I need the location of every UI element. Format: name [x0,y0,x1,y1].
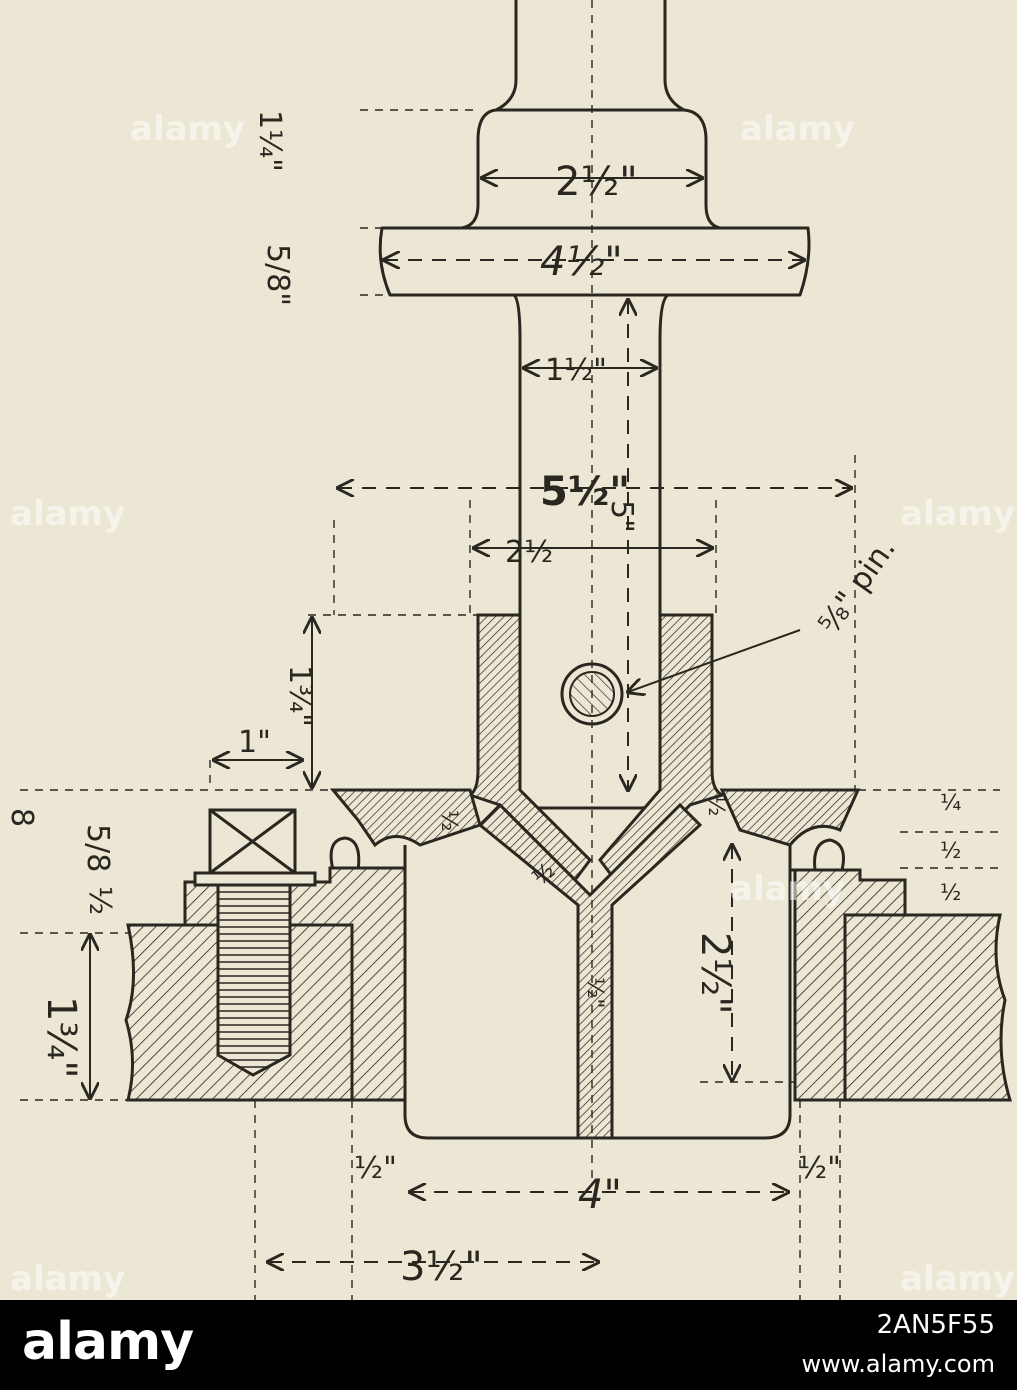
upper-shank [495,0,685,112]
dimension-arrows [90,178,851,1262]
watermark: alamy [900,494,1015,534]
watermark: alamy [900,1259,1015,1299]
label-seat-half: ½ [436,810,461,831]
label-right-quarter: ¼ [940,791,961,816]
ring-right [813,838,845,871]
site-url[interactable]: www.alamy.com [801,1350,995,1378]
label-pin: ⅝" pin. [812,532,903,641]
alamy-logo: alamy [22,1312,194,1372]
label-flange-width: 4½" [540,239,623,285]
lower-bore [403,845,792,1140]
label-right-half-2: ½ [940,839,961,864]
label-right-half-1: ½ [703,795,728,816]
pin-leader [628,629,801,692]
label-flange-height: 5/8" [260,244,295,306]
rings [329,836,845,871]
socket-left-wall [466,613,592,883]
label-socket-offset: 1" [238,725,271,760]
watermark-group: alamy alamy alamy alamy alamy alamy alam… [10,109,1015,1299]
technical-drawing: alamy alamy alamy alamy alamy alamy alam… [0,0,1017,1300]
bolt-washer [193,871,317,887]
v-web [477,802,703,1140]
label-socket-height: 1¾" [282,665,317,727]
label-stem-length: 5" [604,500,639,533]
socket-group [329,613,861,1140]
label-bore-depth: 2½" [692,932,738,1015]
watermark: alamy [730,869,845,909]
seat-right [719,788,861,847]
label-socket-width: 2½ [505,535,553,570]
label-bolt-depth: 1¾" [38,996,84,1079]
construction-lines [20,0,1000,1300]
image-id: 2AN5F55 [876,1310,995,1340]
seat-left [329,788,482,848]
label-bottom-half-left: ½" [354,1151,397,1186]
label-bottom-width: 4" [578,1172,622,1218]
label-bolt-washer: ½ [82,886,117,915]
valve-cross-section-diagram: alamy alamy alamy alamy alamy alamy alam… [4,0,1015,1300]
label-web-thickness: ½" [582,977,607,1008]
collar [461,108,721,230]
flange [378,226,811,297]
watermark: alamy [10,494,125,534]
label-bottom-half-right: ½" [798,1151,841,1186]
label-right-half-3: ½ [940,881,961,906]
bolt-shank [216,883,292,1077]
footer-bar: alamy 2AN5F55 www.alamy.com [0,1300,1017,1390]
label-stem-width: 1½" [545,353,607,388]
label-span-outer: 5½" [540,469,630,515]
label-bottom-span: 3½" [400,1244,483,1290]
label-left-eighth: 8 [4,808,39,827]
watermark: alamy [740,109,855,149]
label-bolt-head: 5/8 [80,824,115,872]
bolt [193,808,317,1077]
watermark: alamy [10,1259,125,1299]
label-collar-width: 2½" [555,159,638,205]
body-right-block [843,913,1013,1102]
outline-group [378,0,811,810]
label-collar-height: 1¼" [252,110,287,172]
stem [512,293,670,615]
ring-left [329,836,361,871]
watermark: alamy [130,109,245,149]
